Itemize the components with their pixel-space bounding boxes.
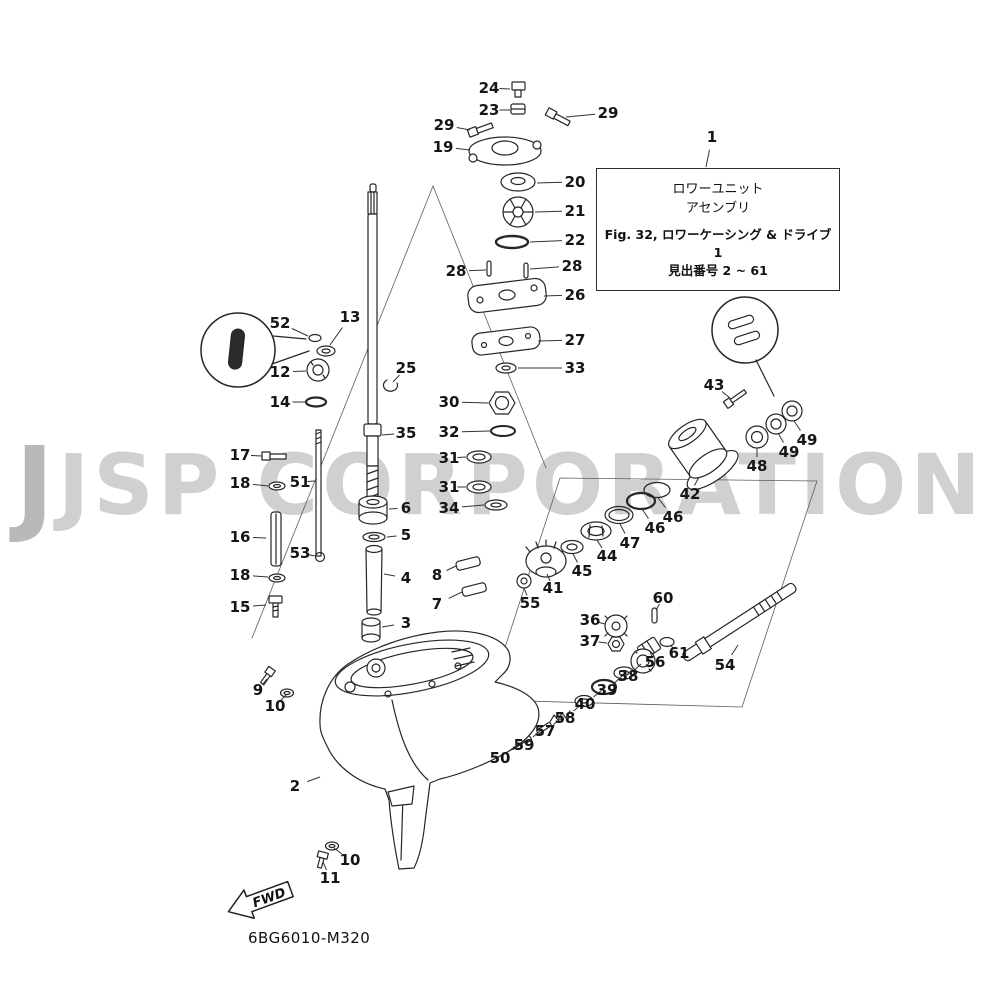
- bolt-9: [259, 665, 276, 686]
- pin-28: [486, 260, 492, 277]
- pump-cup-20: [500, 172, 536, 192]
- bearing-housing-6: [358, 495, 388, 525]
- info-line-1: ロワーユニット: [672, 182, 764, 197]
- circlip-25: [382, 379, 399, 392]
- bolt-11: [316, 850, 329, 869]
- washer-39: [613, 666, 635, 680]
- assembly-info-box: ロワーユニット アセンブリ Fig. 32, ロワーケーシング & ドライブ 1…: [596, 168, 840, 292]
- washer-58: [574, 694, 594, 708]
- ring-47: [604, 505, 634, 525]
- magnifier-right: [711, 296, 779, 397]
- bearing-carrier-group: [668, 296, 803, 491]
- key-7: [461, 582, 487, 597]
- clip-53: [314, 551, 326, 563]
- magnifier-left: [200, 312, 310, 388]
- ring-61: [659, 636, 675, 648]
- seal-49: [765, 413, 787, 435]
- bearing-housing-group: [358, 495, 487, 643]
- bushing-12: [306, 358, 330, 382]
- oil-seal-31: [466, 480, 492, 494]
- bolt-43: [722, 389, 748, 410]
- key-8: [455, 556, 481, 571]
- o-ring-22: [494, 234, 530, 250]
- washer-5: [362, 531, 386, 543]
- shift-rod-group: [261, 429, 326, 618]
- forward-gear-group: [516, 481, 671, 589]
- washer-18: [268, 573, 286, 583]
- washer-34: [484, 499, 508, 511]
- washer-10: [279, 688, 295, 698]
- shift-rod-51: [315, 429, 322, 557]
- left-detail-group: [200, 312, 336, 408]
- bearing-44: [580, 521, 612, 541]
- pinion-nut-37: [607, 636, 625, 652]
- shift-rod-tube-16: [270, 511, 282, 567]
- info-line-4: 見出番号 2 ~ 61: [668, 262, 768, 278]
- bolt-29-left: [466, 122, 494, 138]
- info-line-3: Fig. 32, ロワーケーシング & ドライブ 1: [604, 226, 832, 260]
- bushing-3: [361, 617, 381, 643]
- bolt-15: [268, 595, 283, 618]
- o-ring-46: [625, 491, 657, 511]
- spring-57: [549, 710, 571, 723]
- pin-60: [651, 607, 658, 624]
- o-ring-14: [304, 396, 328, 408]
- drawing-code: 6BG6010-M320: [248, 929, 371, 947]
- washer-33: [495, 362, 517, 374]
- sleeve-4: [365, 544, 383, 616]
- oil-seal-31: [466, 450, 492, 464]
- washer-10: [324, 841, 340, 851]
- washer-13: [316, 345, 336, 357]
- pinion-gear-36: [604, 614, 628, 638]
- bearing-carrier-42: [668, 418, 739, 491]
- driveshaft: [363, 183, 399, 501]
- impeller-21: [502, 196, 534, 228]
- ring-46: [643, 481, 671, 499]
- construction-lines: [251, 185, 818, 708]
- seal-49: [781, 400, 803, 422]
- pump-housing-19: [468, 136, 542, 166]
- nut-30: [488, 391, 516, 415]
- forward-gear-41: [525, 539, 567, 578]
- trim-tab: [387, 785, 415, 807]
- o-ring-32: [490, 425, 516, 437]
- washer-18: [268, 481, 286, 491]
- prop-shaft-group: [509, 582, 797, 751]
- gasket-27: [471, 326, 541, 356]
- bolt-29-right: [544, 107, 571, 127]
- pin-28: [523, 262, 529, 279]
- outer-plate-26: [467, 277, 547, 314]
- washer-52: [308, 333, 322, 343]
- o-ring-40: [590, 678, 618, 696]
- washer-45: [560, 539, 584, 555]
- gear-case-housing: [259, 630, 540, 870]
- prop-shaft-54: [682, 582, 797, 662]
- bearing-38: [630, 648, 656, 674]
- water-pump-group: [466, 81, 571, 511]
- info-line-2: アセンブリ: [685, 200, 751, 216]
